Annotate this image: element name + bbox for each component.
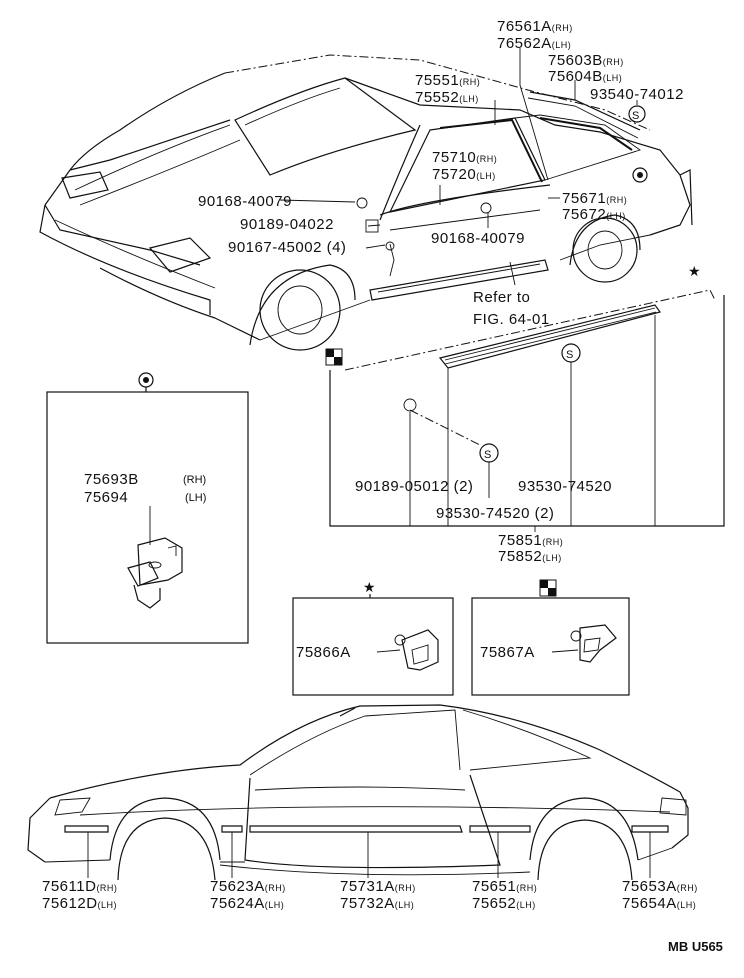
svg-text:(RH): (RH) [183, 474, 206, 486]
svg-text:75551(RH): 75551(RH) [415, 72, 480, 89]
checker-marker-icon [325, 348, 343, 366]
svg-text:75624A(LH): 75624A(LH) [210, 895, 284, 912]
star-marker-icon: ★ [688, 263, 701, 279]
svg-text:S: S [566, 349, 573, 361]
svg-text:75851(RH): 75851(RH) [498, 532, 563, 549]
label-75652: 75652 [472, 895, 516, 912]
label-75603B: 75603B [548, 52, 603, 69]
label-76562A: 76562A [497, 35, 552, 52]
label-75552: 75552 [415, 89, 459, 106]
label-75731A: 75731A [340, 878, 395, 895]
label-93540-74012: 93540-74012 [590, 86, 684, 103]
label-75671: 75671 [562, 190, 606, 207]
label-refer-to: Refer to [473, 289, 530, 306]
star-marker-icon: ★ [363, 579, 376, 595]
belt-moulding-assembly: ★ S S [325, 263, 725, 527]
svg-text:75653A(RH): 75653A(RH) [622, 878, 698, 895]
svg-text:75710(RH): 75710(RH) [432, 149, 497, 166]
svg-text:75694: 75694 [84, 489, 128, 506]
svg-text:75604B(LH): 75604B(LH) [548, 68, 622, 85]
svg-text:75611D(RH): 75611D(RH) [42, 878, 117, 895]
svg-text:75651(RH): 75651(RH) [472, 878, 537, 895]
svg-text:75612D(LH): 75612D(LH) [42, 895, 117, 912]
box-75693B [46, 372, 249, 644]
label-75612D: 75612D [42, 895, 98, 912]
label-75720: 75720 [432, 166, 476, 183]
label-90189-04022: 90189-04022 [240, 216, 334, 233]
svg-text:75671(RH): 75671(RH) [562, 190, 627, 207]
label-75651: 75651 [472, 878, 516, 895]
label-75866A: 75866A [296, 644, 351, 661]
label-75611D: 75611D [42, 878, 96, 895]
box-75866A: ★ [292, 579, 454, 696]
label-75672: 75672 [562, 206, 606, 223]
label-75867A: 75867A [480, 644, 535, 661]
label-90167-45002: 90167-45002 (4) [228, 239, 346, 256]
label-76561A: 76561A [497, 18, 552, 35]
label-75852: 75852 [498, 548, 542, 565]
label-75732A: 75732A [340, 895, 395, 912]
label-90189-05012: 90189-05012 (2) [355, 478, 473, 495]
s-marker-top: S [632, 110, 639, 122]
svg-text:75732A(LH): 75732A(LH) [340, 895, 414, 912]
svg-text:75720(LH): 75720(LH) [432, 166, 496, 183]
diagram-code: MB U565 [668, 939, 723, 954]
label-93530-74520-b: 93530-74520 (2) [436, 505, 554, 522]
svg-text:76562A(LH): 76562A(LH) [497, 35, 571, 52]
svg-text:75693B: 75693B [84, 471, 139, 488]
svg-text:75603B(RH): 75603B(RH) [548, 52, 624, 69]
label-75623A: 75623A [210, 878, 265, 895]
svg-text:75654A(LH): 75654A(LH) [622, 895, 696, 912]
label-75693B: 75693B [84, 471, 139, 488]
label-93530-74520-a: 93530-74520 [518, 478, 612, 495]
label-75551: 75551 [415, 72, 459, 89]
label-75710: 75710 [432, 149, 476, 166]
label-75694: 75694 [84, 489, 128, 506]
svg-text:75552(LH): 75552(LH) [415, 89, 479, 106]
label-90168-40079-b: 90168-40079 [431, 230, 525, 247]
label-fig-64-01: FIG. 64-01 [473, 311, 550, 328]
label-75653A: 75653A [622, 878, 677, 895]
label-75624A: 75624A [210, 895, 265, 912]
bottom-leader-lines [87, 832, 651, 878]
label-75851: 75851 [498, 532, 542, 549]
svg-text:S: S [484, 449, 491, 461]
svg-text:76561A(RH): 76561A(RH) [497, 18, 573, 35]
svg-text:75652(LH): 75652(LH) [472, 895, 536, 912]
svg-text:75623A(RH): 75623A(RH) [210, 878, 286, 895]
bottom-car-drawing [27, 704, 689, 881]
label-75604B: 75604B [548, 68, 603, 85]
box-75867A [471, 579, 630, 696]
top-leader-lines [279, 48, 638, 286]
top-car-drawing: S [39, 54, 693, 351]
label-90168-40079-a: 90168-40079 [198, 193, 292, 210]
svg-text:75731A(RH): 75731A(RH) [340, 878, 416, 895]
checker-marker-icon [539, 579, 557, 597]
label-75654A: 75654A [622, 895, 677, 912]
svg-text:75672(LH): 75672(LH) [562, 206, 626, 223]
svg-text:75852(LH): 75852(LH) [498, 548, 562, 565]
svg-text:(LH): (LH) [185, 492, 206, 504]
